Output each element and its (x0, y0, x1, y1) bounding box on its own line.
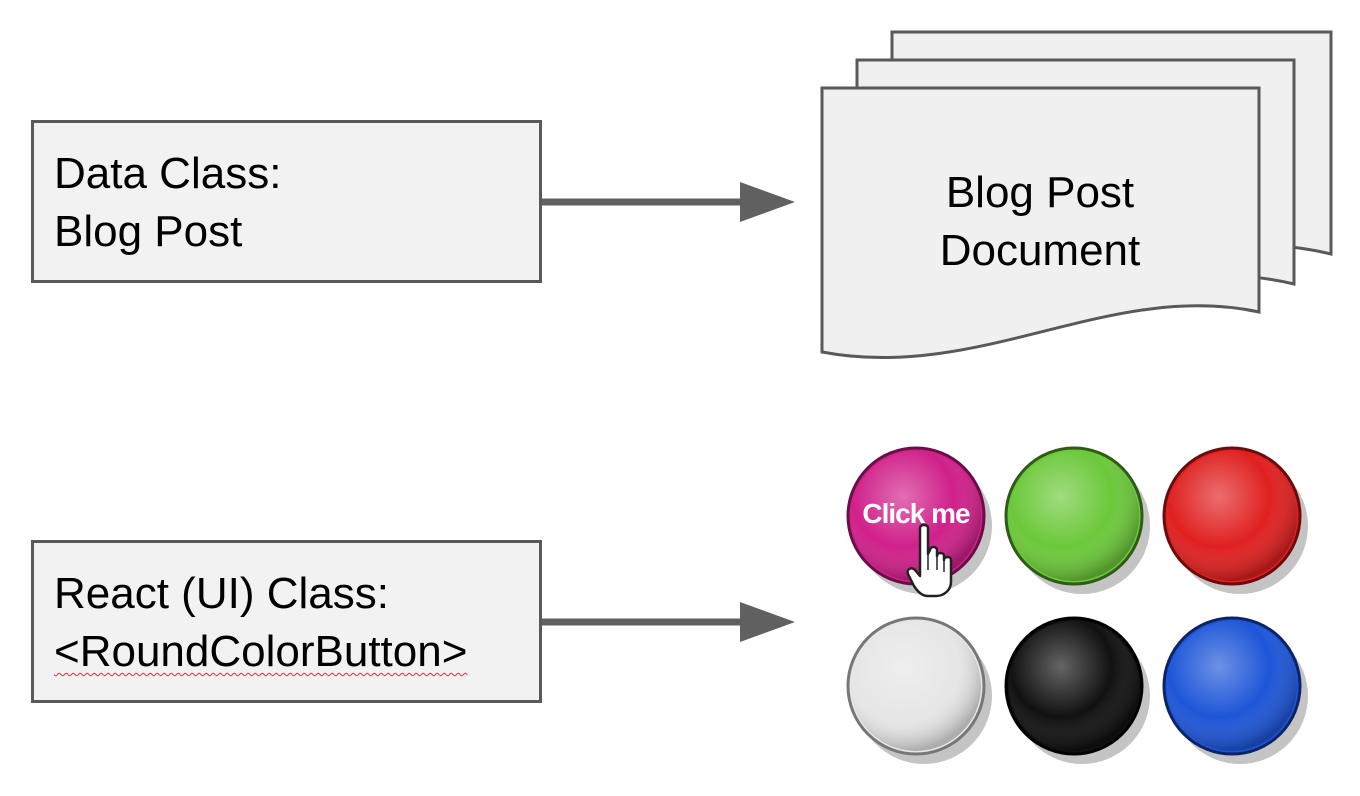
arrow-data-to-document (542, 182, 795, 222)
round-button-white[interactable] (846, 616, 992, 764)
round-button-blue[interactable] (1162, 616, 1308, 764)
arrow-react-to-buttons (542, 602, 795, 642)
document-label-line2: Document (939, 226, 1141, 275)
react-class-label: React (UI) Class: (54, 569, 389, 618)
data-class-box: Data Class: Blog Post (31, 120, 542, 283)
data-class-name: Blog Post (54, 207, 243, 256)
react-component-name: <RoundColorButton> (54, 627, 468, 676)
document-label: Blog Post Document (850, 164, 1230, 280)
round-button-black[interactable] (1004, 616, 1150, 764)
round-button-red[interactable] (1162, 446, 1308, 594)
document-label-line1: Blog Post (945, 168, 1135, 217)
round-buttons-grid (846, 446, 1308, 764)
document-front (820, 86, 1261, 360)
hand-cursor-icon (906, 523, 953, 598)
click-me-label: Click me (862, 498, 970, 529)
document-stack (820, 30, 1333, 360)
react-class-box: React (UI) Class: <RoundColorButton> (31, 540, 542, 703)
round-button-green[interactable] (1004, 446, 1150, 594)
data-class-label: Data Class: (54, 149, 282, 198)
